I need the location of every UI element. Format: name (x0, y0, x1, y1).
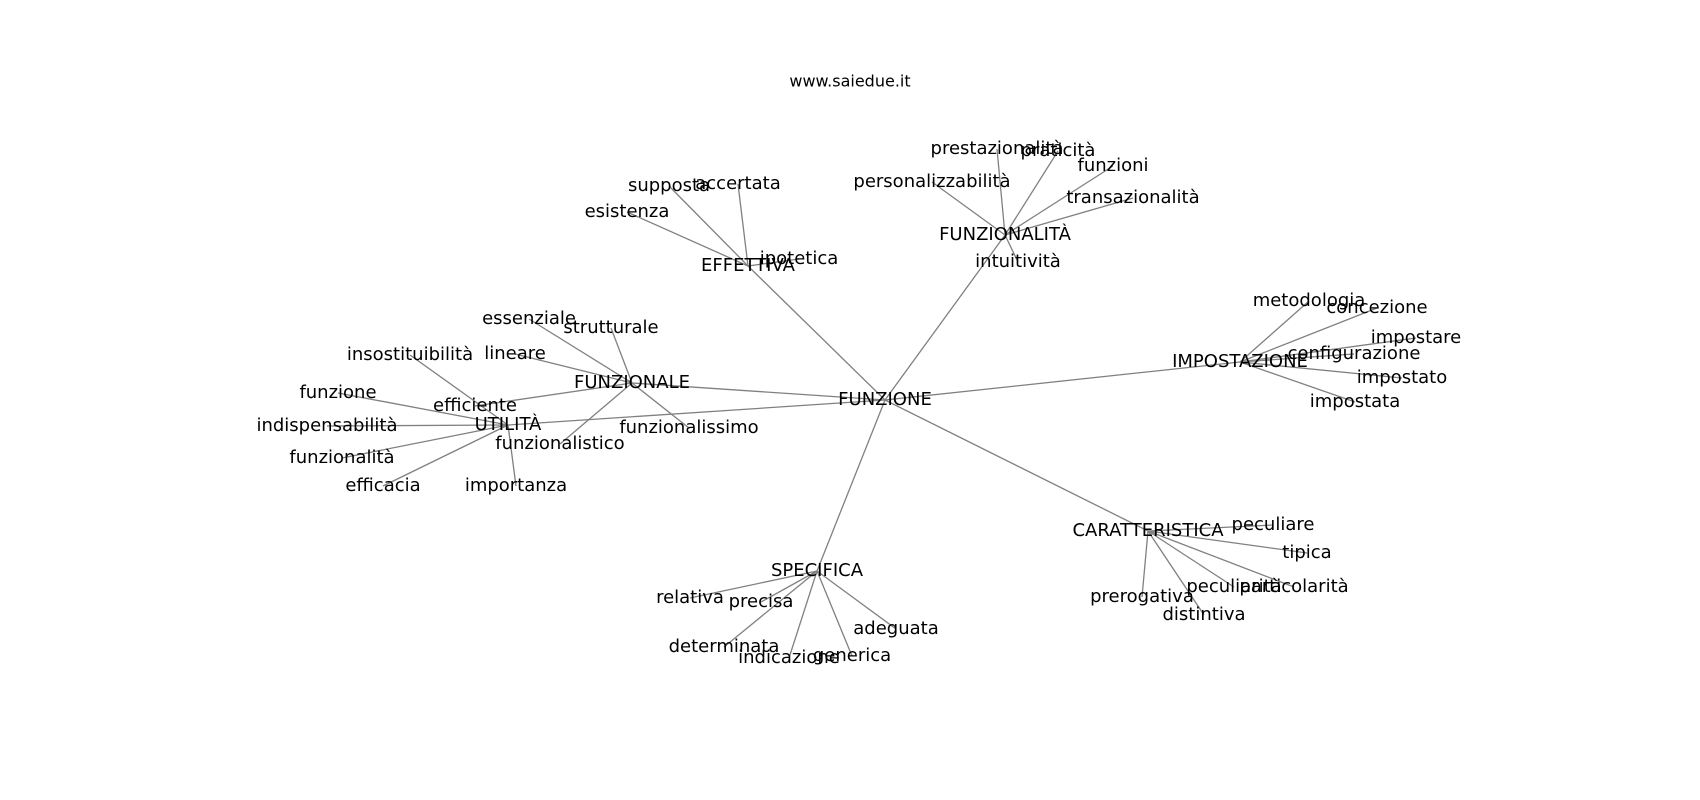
edge-effettiva-accertata (737, 183, 749, 267)
edge-funzione-specifica (816, 399, 886, 572)
node-adeguata: adeguata (853, 618, 938, 639)
node-caratteristica: CARATTERISTICA (1072, 520, 1224, 541)
node-funzionalistico: funzionalistico (495, 433, 624, 454)
node-particolarita: particolarità (1239, 576, 1348, 597)
edge-funzionalita-praticita (1004, 150, 1059, 236)
edge-funzionalita-personalizzabilita (931, 181, 1006, 236)
edge-utilita-efficacia (382, 424, 509, 487)
node-precisa: precisa (729, 591, 794, 612)
node-determinata: determinata (669, 636, 780, 657)
edge-funzionale-lineare (514, 353, 633, 384)
node-peculiare: peculiare (1232, 514, 1315, 535)
site-title: www.saiedue.it (789, 72, 910, 91)
edge-funzionale-strutturale (610, 327, 633, 384)
node-prestazionalita: prestazionalità (931, 138, 1064, 159)
node-accertata: accertata (695, 173, 780, 194)
node-impostare: impostare (1371, 327, 1462, 348)
edge-funzione-funzionale (631, 382, 886, 401)
edge-funzionale-efficiente (474, 382, 633, 407)
node-funzionalita: FUNZIONALITÀ (939, 223, 1072, 245)
node-lineare: lineare (484, 343, 546, 364)
edge-specifica-relativa (689, 570, 818, 599)
edge-funzionale-funzionalissimo (631, 382, 690, 429)
edge-impostazione-concezione (1239, 307, 1378, 363)
node-transazionalita: transazionalità (1066, 187, 1199, 208)
node-indispensabilita: indispensabilità (256, 415, 397, 436)
edge-impostazione-impostare (1239, 337, 1417, 363)
node-impostato: impostato (1357, 367, 1448, 388)
node-efficacia: efficacia (345, 475, 420, 496)
node-intuitivita: intuitività (975, 251, 1061, 272)
node-tipica: tipica (1282, 542, 1331, 563)
edge-funzione-utilita (507, 399, 886, 426)
edge-caratteristica-distintiva (1147, 530, 1205, 616)
node-funzionale: FUNZIONALE (574, 372, 690, 393)
node-indicazione: indicazione (738, 647, 840, 668)
node-generica: generica (813, 645, 891, 666)
edge-effettiva-supposta (668, 185, 749, 267)
node-strutturale: strutturale (563, 317, 658, 338)
edge-funzionalita-prestazionalita (996, 148, 1006, 236)
node-ipotetica: ipotetica (760, 248, 839, 269)
edge-caratteristica-peculiarita (1147, 530, 1235, 588)
node-funzionalita-l: funzionalità (289, 447, 394, 468)
edge-specifica-indicazione (788, 570, 818, 659)
node-funzione: funzione (299, 382, 376, 403)
edge-caratteristica-prerogativa (1141, 530, 1149, 598)
node-utilita: UTILITÀ (475, 413, 542, 435)
node-configurazione: configurazione (1288, 343, 1421, 364)
edge-funzione-impostazione (884, 361, 1241, 401)
edge-impostazione-impostato (1239, 361, 1403, 379)
edge-caratteristica-peculiare (1147, 524, 1274, 532)
node-funzionalissimo: funzionalissimo (619, 417, 758, 438)
node-metodologia: metodologia (1253, 290, 1366, 311)
node-relativa: relativa (656, 587, 724, 608)
edge-utilita-insostituibilita (409, 354, 509, 426)
node-importanza: importanza (465, 475, 567, 496)
edge-specifica-adeguata (816, 570, 897, 630)
node-prerogativa: prerogativa (1090, 586, 1194, 607)
edge-impostazione-configurazione (1239, 353, 1355, 363)
node-insostituibilita: insostituibilità (347, 344, 473, 365)
edge-utilita-funzione (337, 392, 509, 426)
node-praticita: praticità (1021, 140, 1096, 161)
edge-caratteristica-tipica (1147, 530, 1308, 554)
node-funzione: FUNZIONE (838, 389, 932, 410)
node-personalizzabilita: personalizzabilità (853, 171, 1010, 192)
edge-specifica-determinata (723, 570, 818, 648)
edge-effettiva-ipotetica (747, 258, 800, 267)
node-supposta: supposta (628, 175, 710, 196)
node-peculiarita: peculiarità (1186, 576, 1281, 597)
edge-funzione-effettiva (747, 265, 886, 401)
node-essenziale: essenziale (482, 308, 576, 329)
node-impostata: impostata (1310, 391, 1401, 412)
edge-utilita-funzionalita-l (341, 424, 509, 459)
node-esistenza: esistenza (585, 201, 670, 222)
node-specifica: SPECIFICA (771, 560, 864, 581)
edge-funzionalita-transazionalita (1004, 197, 1134, 236)
edge-funzionalita-intuitivita (1004, 234, 1019, 263)
edge-funzione-caratteristica (884, 399, 1149, 532)
node-impostazione: IMPOSTAZIONE (1172, 351, 1308, 372)
node-effettiva: EFFETTIVA (701, 255, 796, 276)
edge-impostazione-metodologia (1239, 300, 1310, 363)
edge-layer (326, 148, 1417, 659)
edge-funzionalita-funzioni (1004, 165, 1114, 236)
edge-impostazione-impostata (1239, 361, 1356, 403)
edge-specifica-precisa (760, 570, 818, 603)
edge-funzionale-essenziale (528, 318, 633, 384)
node-efficiente: efficiente (433, 395, 517, 416)
edge-effettiva-esistenza (626, 211, 749, 267)
edge-funzionale-funzionalistico (559, 382, 633, 445)
edge-funzione-funzionalita (884, 234, 1006, 401)
node-funzioni: funzioni (1077, 155, 1148, 176)
edge-utilita-importanza (507, 424, 517, 487)
node-concezione: concezione (1326, 297, 1427, 318)
node-distintiva: distintiva (1162, 604, 1245, 625)
edge-specifica-generica (816, 570, 853, 657)
edge-caratteristica-particolarita (1147, 530, 1295, 588)
edge-utilita-indispensabilita (326, 424, 509, 427)
node-layer: FUNZIONE FUNZIONALE UTILITÀ EFFETTIVA FUNZIO… (256, 138, 1461, 668)
